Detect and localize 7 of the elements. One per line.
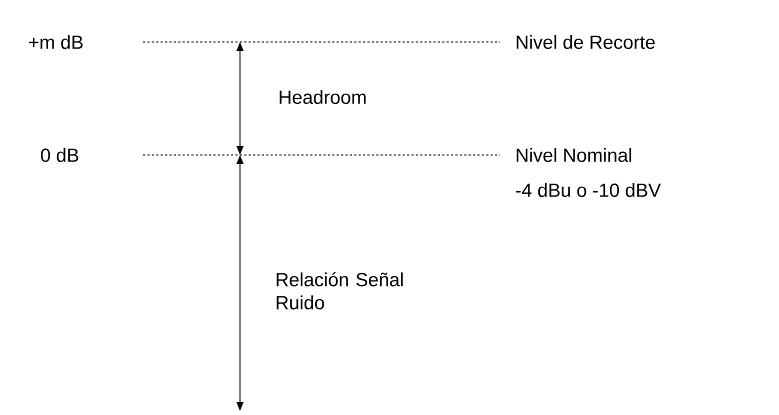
range-label: Relación Señal Ruido	[276, 272, 403, 310]
level-note: -4 dBu o -10 dBV	[516, 183, 661, 197]
level-value: +m dB	[29, 35, 83, 49]
level-value: 0 dB	[40, 148, 78, 162]
range-label: Headroom	[280, 90, 366, 104]
level-name: Nivel Nominal	[516, 148, 632, 162]
level-name: Nivel de Recorte	[516, 35, 655, 49]
